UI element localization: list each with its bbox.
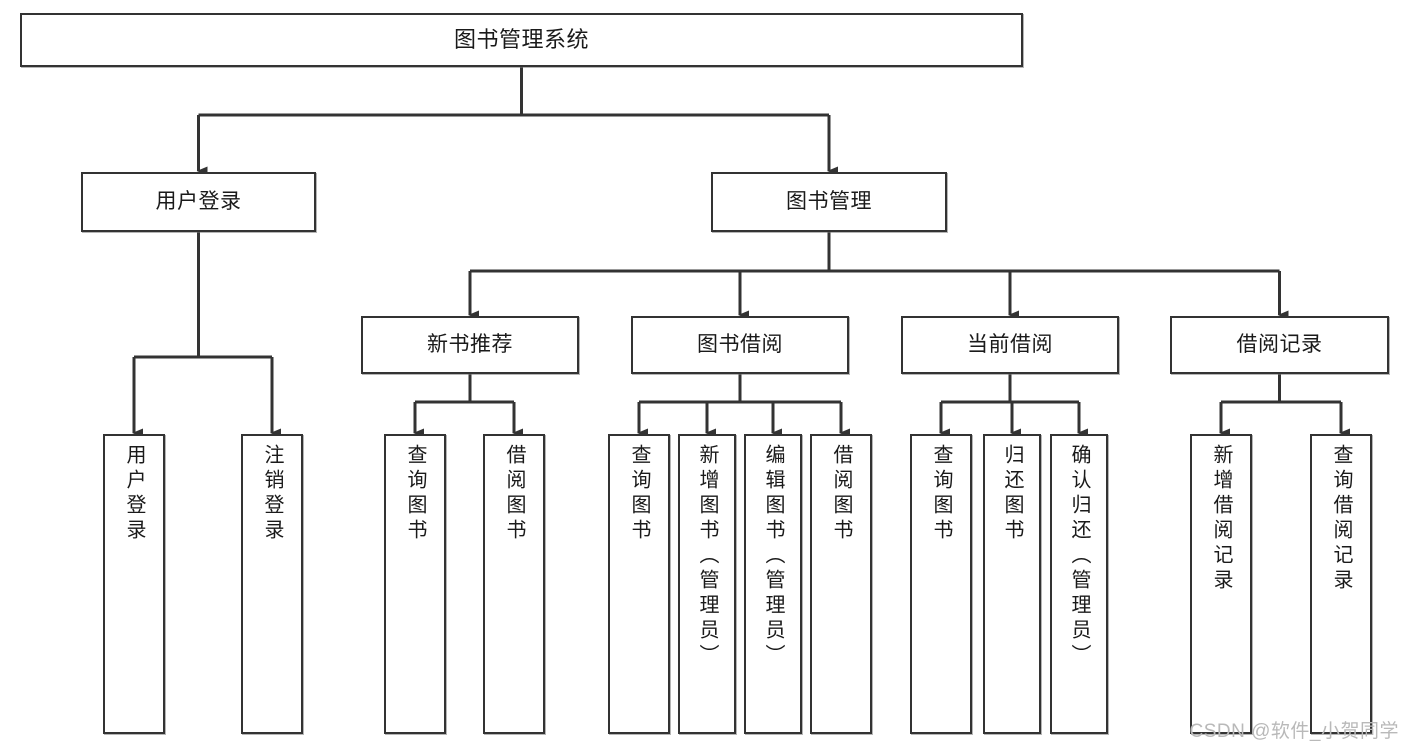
node-book-management-module[interactable]: 图书管理 bbox=[711, 172, 947, 232]
leaf-borrow-add-book[interactable]: 新增图书（管理员） bbox=[678, 434, 736, 734]
node-label: 新书推荐 bbox=[427, 332, 513, 356]
leaf-borrow-edit-book[interactable]: 编辑图书（管理员） bbox=[744, 434, 802, 734]
leaf-user-logout[interactable]: 注销登录 bbox=[241, 434, 303, 734]
node-root[interactable]: 图书管理系统 bbox=[20, 13, 1023, 67]
node-new-book-recommend[interactable]: 新书推荐 bbox=[361, 316, 579, 374]
node-label: 新增借阅记录 bbox=[1210, 444, 1232, 594]
connector-lines bbox=[132, 67, 1351, 438]
node-label: 编辑图书（管理员） bbox=[762, 444, 784, 669]
node-label: 图书管理 bbox=[786, 189, 872, 213]
node-label: 注销登录 bbox=[261, 444, 283, 544]
leaf-borrow-query-book[interactable]: 查询图书 bbox=[608, 434, 670, 734]
node-label: 用户登录 bbox=[123, 444, 145, 544]
leaf-new-query-book[interactable]: 查询图书 bbox=[384, 434, 446, 734]
node-label: 图书管理系统 bbox=[453, 27, 589, 53]
leaf-borrow-borrow-book[interactable]: 借阅图书 bbox=[810, 434, 872, 734]
node-current-borrow[interactable]: 当前借阅 bbox=[901, 316, 1119, 374]
leaf-record-query[interactable]: 查询借阅记录 bbox=[1310, 434, 1372, 734]
node-book-borrow[interactable]: 图书借阅 bbox=[631, 316, 849, 374]
node-label: 借阅记录 bbox=[1236, 332, 1323, 356]
node-label: 查询图书 bbox=[404, 444, 426, 544]
node-label: 新增图书（管理员） bbox=[696, 444, 718, 669]
node-label: 查询图书 bbox=[628, 444, 650, 544]
watermark: CSDN @软件_小贺同学 bbox=[1189, 721, 1399, 742]
node-user-login-module[interactable]: 用户登录 bbox=[81, 172, 316, 232]
node-label: 查询借阅记录 bbox=[1330, 444, 1352, 594]
node-label: 借阅图书 bbox=[830, 444, 852, 544]
node-label: 归还图书 bbox=[1001, 444, 1023, 544]
node-borrow-record[interactable]: 借阅记录 bbox=[1170, 316, 1389, 374]
node-label: 图书借阅 bbox=[697, 332, 783, 356]
node-label: 确认归还（管理员） bbox=[1068, 444, 1090, 669]
leaf-current-query-book[interactable]: 查询图书 bbox=[910, 434, 972, 734]
node-label: 当前借阅 bbox=[967, 332, 1053, 356]
leaf-record-add[interactable]: 新增借阅记录 bbox=[1190, 434, 1252, 734]
leaf-current-confirm-return[interactable]: 确认归还（管理员） bbox=[1050, 434, 1108, 734]
leaf-current-return-book[interactable]: 归还图书 bbox=[983, 434, 1041, 734]
leaf-user-login[interactable]: 用户登录 bbox=[103, 434, 165, 734]
node-label: 查询图书 bbox=[930, 444, 952, 544]
node-label: 借阅图书 bbox=[503, 444, 525, 544]
leaf-new-borrow-book[interactable]: 借阅图书 bbox=[483, 434, 545, 734]
node-label: 用户登录 bbox=[155, 189, 242, 213]
